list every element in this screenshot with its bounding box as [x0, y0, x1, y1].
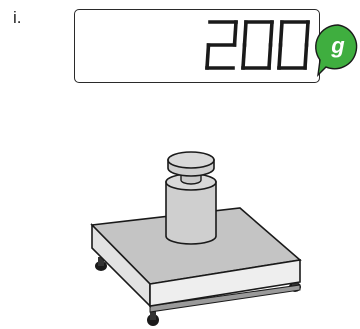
cylindrical-weight-icon: [166, 152, 216, 244]
unit-badge: g: [316, 25, 357, 75]
digit-segment: [307, 22, 309, 45]
digit-segment: [269, 45, 271, 68]
display-digit: [243, 22, 272, 68]
digit-segment: [243, 45, 245, 68]
display-digit: [279, 22, 308, 68]
display-digit: [207, 22, 236, 68]
digit-segment: [235, 22, 237, 45]
digit-segment: [279, 45, 281, 68]
digit-segment: [271, 22, 273, 45]
digit-segment: [305, 45, 307, 68]
digit-segment: [245, 22, 247, 45]
unit-label: g: [330, 33, 345, 58]
digit-segment: [207, 45, 209, 68]
digit-segment: [281, 22, 283, 45]
display-reading: [207, 22, 308, 68]
